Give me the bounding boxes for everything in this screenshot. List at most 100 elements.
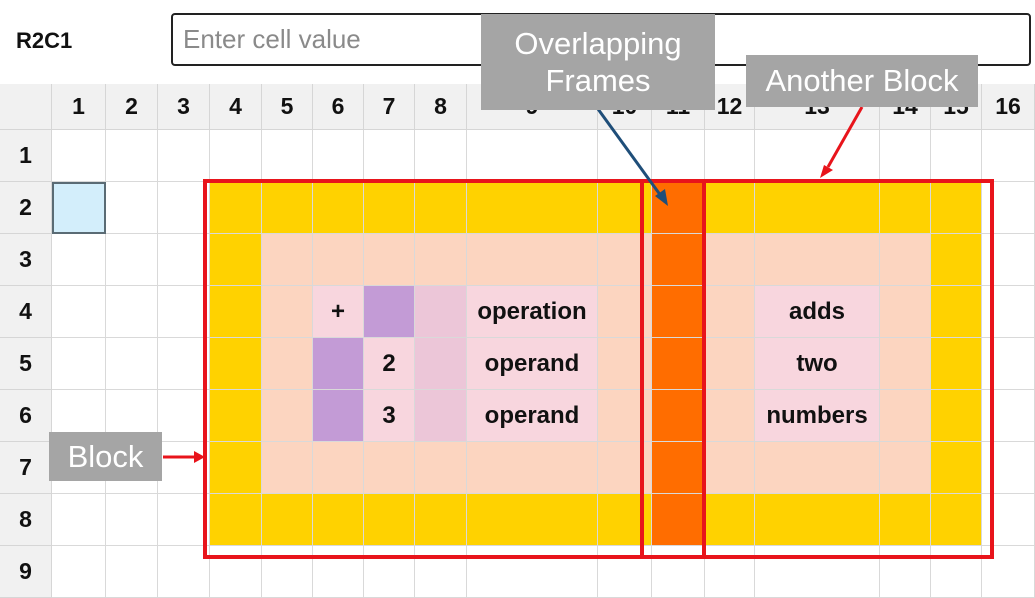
grid-cell[interactable]: [880, 182, 931, 234]
grid-cell[interactable]: operand: [467, 338, 598, 390]
row-header[interactable]: 1: [0, 130, 52, 182]
grid-cell[interactable]: [262, 338, 313, 390]
grid-cell[interactable]: [106, 130, 158, 182]
grid-cell[interactable]: [982, 182, 1035, 234]
column-header[interactable]: 3: [158, 84, 210, 130]
grid-cell[interactable]: [210, 494, 262, 546]
grid-cell[interactable]: [755, 546, 880, 598]
grid-cell[interactable]: [364, 182, 415, 234]
grid-cell[interactable]: 2: [364, 338, 415, 390]
grid-cell[interactable]: [313, 182, 364, 234]
grid-cell[interactable]: [210, 234, 262, 286]
grid-cell[interactable]: operand: [467, 390, 598, 442]
grid-cell[interactable]: [982, 234, 1035, 286]
grid-cell[interactable]: [931, 234, 982, 286]
grid-cell[interactable]: [415, 390, 467, 442]
grid-cell[interactable]: [598, 494, 652, 546]
grid-cell[interactable]: [652, 286, 705, 338]
grid-cell[interactable]: [313, 338, 364, 390]
grid-cell[interactable]: [210, 338, 262, 390]
grid-cell[interactable]: [652, 234, 705, 286]
grid-cell[interactable]: [652, 338, 705, 390]
grid-cell[interactable]: [931, 286, 982, 338]
grid-cell[interactable]: [52, 234, 106, 286]
grid-cell[interactable]: [415, 234, 467, 286]
grid-cell[interactable]: [880, 390, 931, 442]
grid-cell[interactable]: [880, 442, 931, 494]
grid-cell[interactable]: [106, 494, 158, 546]
grid-cell[interactable]: [313, 494, 364, 546]
grid-cell[interactable]: [364, 286, 415, 338]
grid-cell[interactable]: [755, 494, 880, 546]
grid-cell[interactable]: [210, 546, 262, 598]
grid-cell[interactable]: [415, 546, 467, 598]
grid-cell[interactable]: [598, 546, 652, 598]
grid-cell[interactable]: [158, 442, 210, 494]
grid-cell[interactable]: [106, 182, 158, 234]
grid-cell[interactable]: [52, 338, 106, 390]
grid-cell[interactable]: [705, 494, 755, 546]
grid-cell[interactable]: [415, 130, 467, 182]
grid-cell[interactable]: [755, 130, 880, 182]
row-header[interactable]: 6: [0, 390, 52, 442]
grid-cell[interactable]: [52, 494, 106, 546]
grid-cell[interactable]: [262, 130, 313, 182]
grid-cell[interactable]: [598, 182, 652, 234]
grid-cell[interactable]: [415, 338, 467, 390]
grid-cell[interactable]: [158, 286, 210, 338]
grid-cell[interactable]: [598, 442, 652, 494]
row-header[interactable]: 8: [0, 494, 52, 546]
grid-cell[interactable]: [52, 546, 106, 598]
grid-cell[interactable]: [705, 286, 755, 338]
grid-cell[interactable]: [106, 338, 158, 390]
grid-cell[interactable]: [931, 338, 982, 390]
grid-cell[interactable]: [598, 338, 652, 390]
column-header[interactable]: 8: [415, 84, 467, 130]
grid-cell[interactable]: [364, 442, 415, 494]
grid-cell[interactable]: [313, 130, 364, 182]
grid-cell[interactable]: [755, 234, 880, 286]
column-header[interactable]: 2: [106, 84, 158, 130]
grid-cell[interactable]: [598, 130, 652, 182]
grid-cell[interactable]: two: [755, 338, 880, 390]
selected-cell[interactable]: [52, 182, 106, 234]
grid-cell[interactable]: [880, 286, 931, 338]
grid-cell[interactable]: [931, 494, 982, 546]
grid-cell[interactable]: [467, 546, 598, 598]
grid-cell[interactable]: [705, 390, 755, 442]
grid-cell[interactable]: [158, 182, 210, 234]
grid-cell[interactable]: [158, 546, 210, 598]
grid-cell[interactable]: [705, 546, 755, 598]
grid-cell[interactable]: numbers: [755, 390, 880, 442]
row-header[interactable]: 9: [0, 546, 52, 598]
grid-cell[interactable]: [210, 286, 262, 338]
grid-cell[interactable]: [931, 546, 982, 598]
grid-cell[interactable]: [652, 442, 705, 494]
grid-cell[interactable]: [313, 546, 364, 598]
grid-cell[interactable]: [931, 390, 982, 442]
grid-cell[interactable]: [705, 182, 755, 234]
row-header[interactable]: 5: [0, 338, 52, 390]
grid-cell[interactable]: [106, 286, 158, 338]
grid-cell[interactable]: [880, 234, 931, 286]
grid-cell[interactable]: [158, 338, 210, 390]
grid-cell[interactable]: [467, 182, 598, 234]
grid-cell[interactable]: [598, 234, 652, 286]
grid-cell[interactable]: [158, 494, 210, 546]
grid-cell[interactable]: [158, 130, 210, 182]
column-header[interactable]: 1: [52, 84, 106, 130]
grid-cell[interactable]: [705, 338, 755, 390]
column-header[interactable]: 6: [313, 84, 364, 130]
grid-cell[interactable]: [106, 234, 158, 286]
grid-cell[interactable]: [598, 286, 652, 338]
grid-cell[interactable]: [982, 390, 1035, 442]
grid-cell[interactable]: [415, 286, 467, 338]
grid-cell[interactable]: [210, 442, 262, 494]
grid-cell[interactable]: [652, 494, 705, 546]
grid-cell[interactable]: [364, 234, 415, 286]
grid-cell[interactable]: [982, 546, 1035, 598]
grid-cell[interactable]: [982, 286, 1035, 338]
column-header[interactable]: 7: [364, 84, 415, 130]
grid-cell[interactable]: [467, 442, 598, 494]
grid-cell[interactable]: [262, 442, 313, 494]
